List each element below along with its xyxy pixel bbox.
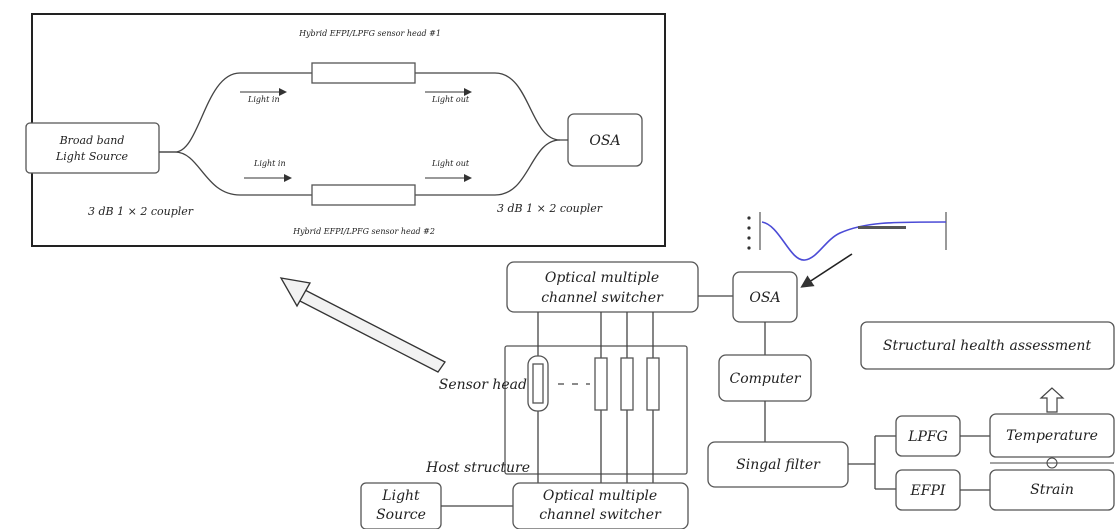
- assessment-label: Structural health assessment: [883, 338, 1092, 354]
- computer-label: Computer: [730, 371, 802, 387]
- sensor-head-label: Sensor head: [439, 377, 527, 393]
- lpfg-label: LPFG: [907, 429, 948, 445]
- bottom-sensor-label: Hybrid EFPI/LPFG sensor head #2: [292, 227, 435, 236]
- host-structure-label: Host structure: [425, 460, 530, 476]
- top-sensor-label: Hybrid EFPI/LPFG sensor head #1: [298, 29, 441, 38]
- sensor-head-3-small: [620, 357, 634, 411]
- light-out-top-label: Light out: [431, 95, 470, 104]
- inset-osa-label: OSA: [589, 133, 620, 149]
- spectrum-pointer-arrow: [800, 253, 853, 288]
- switcher-top-line2: channel switcher: [541, 290, 664, 306]
- switcher-top-box: [506, 261, 699, 313]
- up-arrow-icon: [1039, 387, 1065, 413]
- fiber-top-left: [159, 72, 312, 153]
- light-in-top-label: Light in: [247, 95, 280, 104]
- light-source-line1: Light: [381, 488, 420, 504]
- fiber-bottom-right: [415, 139, 561, 196]
- broadband-source-box: [25, 122, 160, 174]
- switcher-bottom-box: [512, 482, 689, 529]
- fiber-bottom-left: [159, 151, 312, 196]
- spectrum-plot: [747, 212, 947, 261]
- efpi-label: EFPI: [910, 483, 946, 499]
- switcher-bottom-line2: channel switcher: [539, 507, 662, 523]
- hollow-pointer-arrow: [279, 277, 446, 373]
- broadband-source-line2: Light Source: [55, 150, 129, 163]
- broadband-source-line1: Broad band: [59, 134, 125, 147]
- switcher-bottom-line1: Optical multiple: [543, 488, 657, 504]
- sensor-head-main-inner: [532, 363, 544, 404]
- sensor-head-1: [311, 62, 416, 84]
- temperature-box: [989, 413, 1115, 458]
- coupling-symbol: [990, 457, 1114, 469]
- signal-filter-label: Singal filter: [736, 457, 821, 473]
- sensor-head-2-small: [594, 357, 608, 411]
- spectrum-curve: [761, 221, 947, 261]
- osa-label: OSA: [749, 290, 780, 306]
- strain-label: Strain: [1030, 482, 1074, 498]
- strain-box: [989, 469, 1115, 511]
- assessment-box: [860, 321, 1115, 370]
- light-in-bottom-label: Light in: [253, 159, 286, 168]
- temperature-label: Temperature: [1006, 428, 1098, 444]
- fiber-top-right: [415, 72, 568, 141]
- coupler-left-label: 3 dB 1 × 2 coupler: [88, 205, 194, 218]
- sensor-head-2: [311, 184, 416, 206]
- switcher-top-line1: Optical multiple: [545, 270, 659, 286]
- sensor-head-4-small: [646, 357, 660, 411]
- coupler-right-label: 3 dB 1 × 2 coupler: [497, 202, 603, 215]
- light-source-line2: Source: [376, 507, 426, 523]
- light-out-bottom-label: Light out: [431, 159, 470, 168]
- spectrum-caption-mark: [858, 226, 906, 229]
